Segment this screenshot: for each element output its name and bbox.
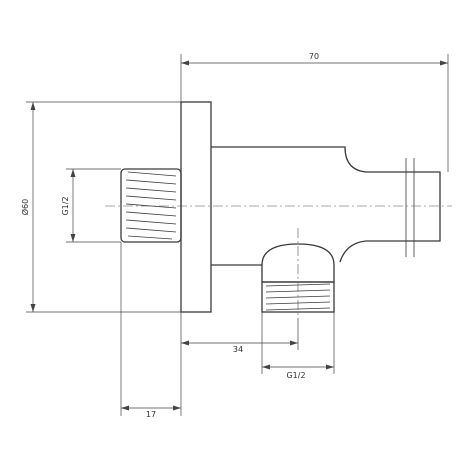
flange-depth-label: 17 — [146, 410, 156, 419]
total-length-label: 70 — [309, 52, 319, 61]
outlet-thread-label: G1/2 — [286, 371, 305, 380]
extension-lines — [26, 54, 449, 416]
dimension-inlet-thread: G1/2 — [61, 169, 76, 242]
wall-flange — [180, 101, 212, 313]
dimension-outlet-thread: G1/2 — [262, 364, 334, 380]
inlet-thread-nipple — [120, 168, 182, 243]
inlet-thread-label: G1/2 — [61, 196, 70, 215]
dimension-flange-depth: 17 — [121, 405, 181, 419]
outlet-offset-label: 34 — [233, 345, 243, 354]
dimension-diameter: Ø60 — [20, 102, 36, 312]
elbow-body — [211, 146, 441, 266]
dimension-outlet-offset: 34 — [181, 340, 298, 354]
dimension-total-length: 70 — [181, 52, 448, 66]
diameter-label: Ø60 — [20, 199, 30, 215]
